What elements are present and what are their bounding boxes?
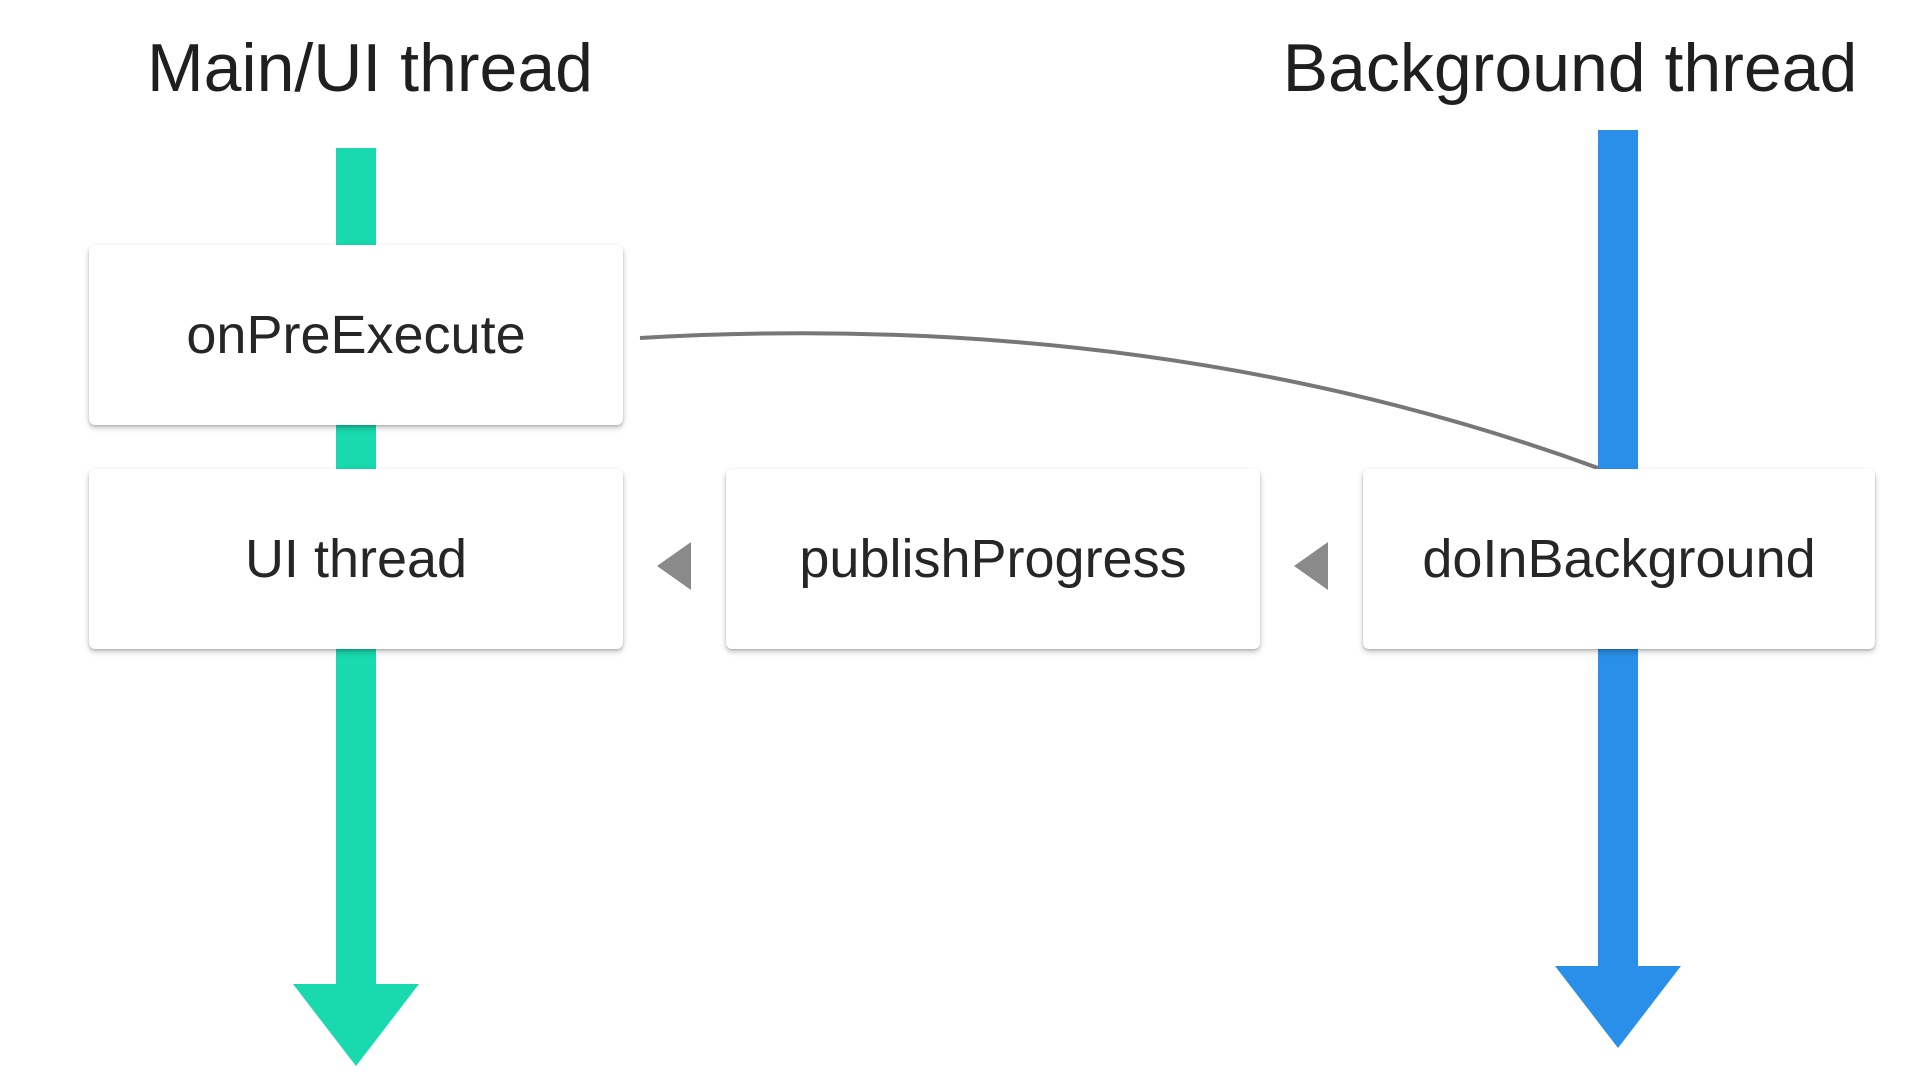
main-thread-arrow-head bbox=[293, 984, 419, 1066]
on-pre-execute-box: onPreExecute bbox=[89, 245, 623, 425]
arrow-left-icon bbox=[657, 542, 691, 590]
do-in-background-box: doInBackground bbox=[1363, 469, 1875, 649]
arrow-left-icon bbox=[1294, 542, 1328, 590]
background-thread-title: Background thread bbox=[1282, 30, 1858, 106]
do-in-background-label: doInBackground bbox=[1422, 529, 1816, 589]
main-ui-thread-title: Main/UI thread bbox=[147, 30, 593, 106]
publish-progress-box: publishProgress bbox=[726, 469, 1260, 649]
connector-path bbox=[639, 331, 1599, 470]
publish-progress-label: publishProgress bbox=[799, 529, 1187, 589]
ui-thread-label: UI thread bbox=[244, 529, 468, 589]
background-thread-arrow-head bbox=[1555, 966, 1681, 1048]
ui-thread-box: UI thread bbox=[89, 469, 623, 649]
on-pre-execute-label: onPreExecute bbox=[186, 305, 526, 365]
